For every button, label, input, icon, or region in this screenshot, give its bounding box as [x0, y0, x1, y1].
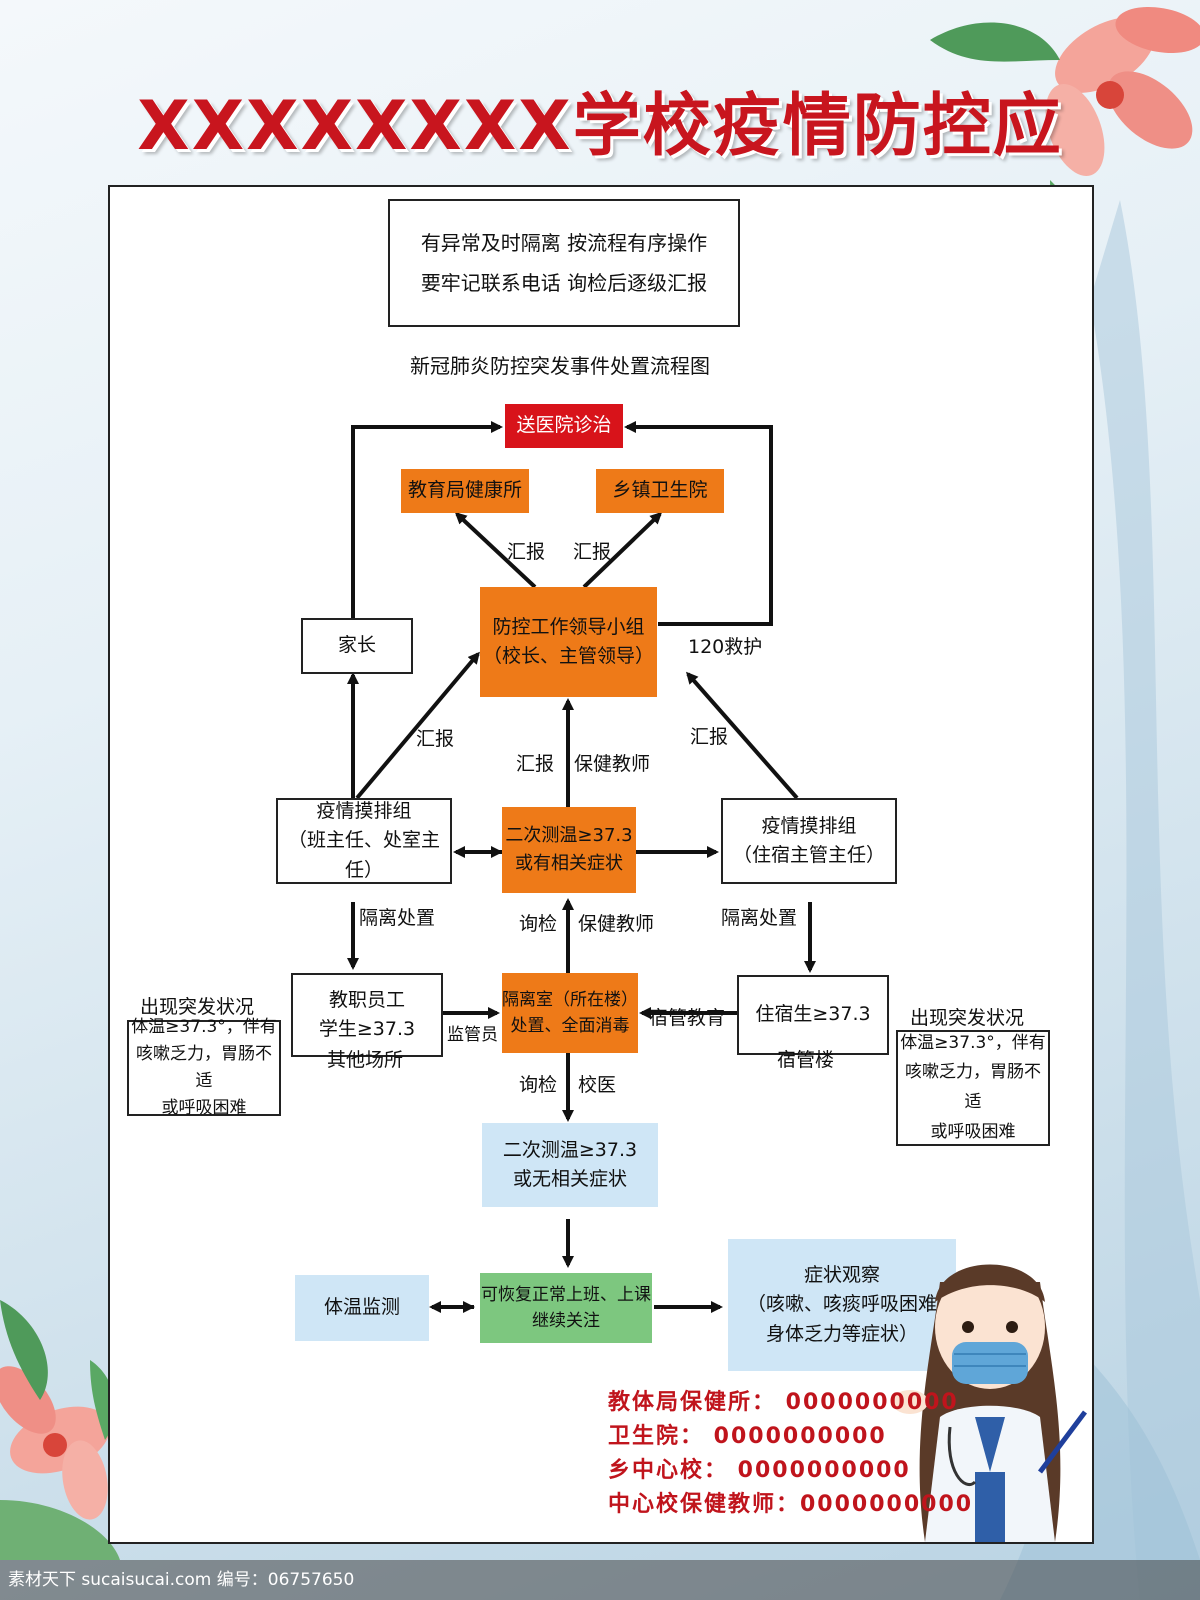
slogan-box: 有异常及时隔离 按流程有序操作 要牢记联系电话 询检后逐级汇报	[388, 199, 740, 327]
isolation-room-action: 处置、全面消毒	[510, 1016, 630, 1036]
second-temp2-symptom: 或无相关症状	[512, 1168, 627, 1190]
second-temp2-threshold: 二次测温≥37.3	[502, 1138, 638, 1161]
emergency-right-line-3: 或呼吸困难	[930, 1121, 1016, 1142]
second-temp-threshold: 二次测温≥37.3	[505, 825, 633, 847]
node-second-temp-test-2: 二次测温≥37.3 或无相关症状	[482, 1123, 658, 1207]
doctor-illustration-icon	[892, 1264, 1087, 1542]
label-report-right-top: 汇报	[573, 541, 612, 563]
emergency-left-title: 出现突发状况	[140, 996, 255, 1018]
label-dorm-education: 宿管教育	[649, 1007, 726, 1029]
node-screening-group-right: 疫情摸排组 （住宿主管主任）	[721, 798, 897, 884]
node-leader-group: 防控工作领导小组 （校长、主管领导）	[480, 587, 657, 697]
node-parent: 家长	[301, 618, 413, 674]
label-other-places: 其他场所	[327, 1049, 404, 1071]
staff-label: 教职员工	[328, 988, 405, 1011]
slogan-line-1: 有异常及时隔离 按流程有序操作	[420, 231, 708, 255]
label-report-center: 汇报	[516, 753, 555, 775]
label-school-doctor: 校医	[578, 1074, 617, 1096]
label-isolate-right: 隔离处置	[721, 907, 798, 929]
leader-group-members: （校长、主管领导）	[482, 645, 654, 667]
resume-continue-watch: 继续关注	[532, 1311, 600, 1331]
observation-symptoms-1: （咳嗽、咳痰呼吸困难	[746, 1293, 937, 1316]
label-report-right: 汇报	[690, 726, 729, 748]
node-isolation-room: 隔离室（所在楼） 处置、全面消毒	[502, 973, 638, 1053]
slogan-line-2: 要牢记联系电话 询检后逐级汇报	[420, 271, 708, 295]
observation-title: 症状观察	[803, 1263, 880, 1286]
label-isolate-left: 隔离处置	[359, 907, 436, 929]
node-symptom-observation: 症状观察 （咳嗽、咳痰呼吸困难 身体乏力等症状）	[728, 1239, 956, 1371]
node-second-temp-test: 二次测温≥37.3 或有相关症状	[502, 807, 636, 893]
label-health-teacher: 保健教师	[574, 753, 651, 775]
emergency-left-line-3: 或呼吸困难	[161, 1098, 247, 1119]
flow-connectors	[347, 421, 816, 1313]
contact-town-clinic: 卫生院： 0000000000	[608, 1424, 887, 1449]
contact-central-school-health-teacher: 中心校保健教师：0000000000	[608, 1492, 974, 1517]
emergency-right-box: 体温≥37.3°，伴有 咳嗽乏力，胃肠不适 或呼吸困难	[896, 1030, 1050, 1146]
node-edu-health-office: 教育局健康所	[401, 469, 529, 513]
students-threshold: 学生≥37.3	[318, 1018, 416, 1040]
label-inquiry-2: 询检	[519, 1074, 558, 1096]
contact-central-school: 乡中心校： 0000000000	[608, 1458, 911, 1483]
screening-right-name: 疫情摸排组	[761, 814, 857, 837]
flowchart-subtitle: 新冠肺炎防控突发事件处置流程图	[410, 354, 710, 378]
emergency-right-title: 出现突发状况	[910, 1007, 1025, 1029]
emergency-left-line-2: 咳嗽乏力，胃肠不适	[136, 1043, 272, 1091]
watermark-bar: 素材天下 sucaisucai.com 编号：06757650	[0, 1560, 1200, 1600]
label-report-left: 汇报	[416, 728, 455, 750]
label-dorm-building: 宿管楼	[777, 1049, 835, 1071]
screening-right-members: （住宿主管主任）	[732, 844, 885, 866]
isolation-room-name: 隔离室（所在楼）	[502, 989, 638, 1010]
label-ambulance: 120救护	[688, 636, 763, 658]
label-report-left-top: 汇报	[507, 541, 546, 563]
emergency-right-line-2: 咳嗽乏力，胃肠不适	[905, 1062, 1041, 1112]
observation-symptoms-2: 身体乏力等症状）	[765, 1322, 918, 1345]
node-town-clinic: 乡镇卫生院	[596, 469, 724, 513]
leader-group-name: 防控工作领导小组	[492, 615, 645, 638]
label-inquiry-1: 询检	[519, 913, 558, 935]
second-temp-symptom: 或有相关症状	[515, 853, 623, 874]
resume-normal-action: 可恢复正常上班、上课	[481, 1284, 651, 1305]
flower-icon	[0, 1300, 120, 1560]
label-health-teacher-2: 保健教师	[578, 913, 655, 935]
screening-left-name: 疫情摸排组	[316, 799, 412, 822]
node-temperature-monitoring: 体温监测	[295, 1275, 429, 1341]
screening-left-members: （班主任、处室主任）	[287, 829, 440, 881]
node-resume-normal: 可恢复正常上班、上课 继续关注	[480, 1273, 652, 1343]
node-staff-students: 教职员工 学生≥37.3	[291, 973, 443, 1057]
node-boarding-students: 住宿生≥37.3	[737, 975, 889, 1055]
emergency-left-line-1: 体温≥37.3°，伴有	[131, 1016, 277, 1037]
emergency-left-box: 体温≥37.3°，伴有 咳嗽乏力，胃肠不适 或呼吸困难	[127, 1017, 281, 1118]
contact-edu-health-office: 教体局保健所： 0000000000	[608, 1390, 959, 1415]
flowchart-panel: 有异常及时隔离 按流程有序操作 要牢记联系电话 询检后逐级汇报 新冠肺炎防控突发…	[108, 185, 1094, 1544]
node-hospital: 送医院诊治	[505, 404, 623, 448]
label-supervisor: 监管员	[447, 1025, 498, 1045]
emergency-right-line-1: 体温≥37.3°，伴有	[900, 1032, 1046, 1053]
node-screening-group-left: 疫情摸排组 （班主任、处室主任）	[276, 798, 452, 884]
